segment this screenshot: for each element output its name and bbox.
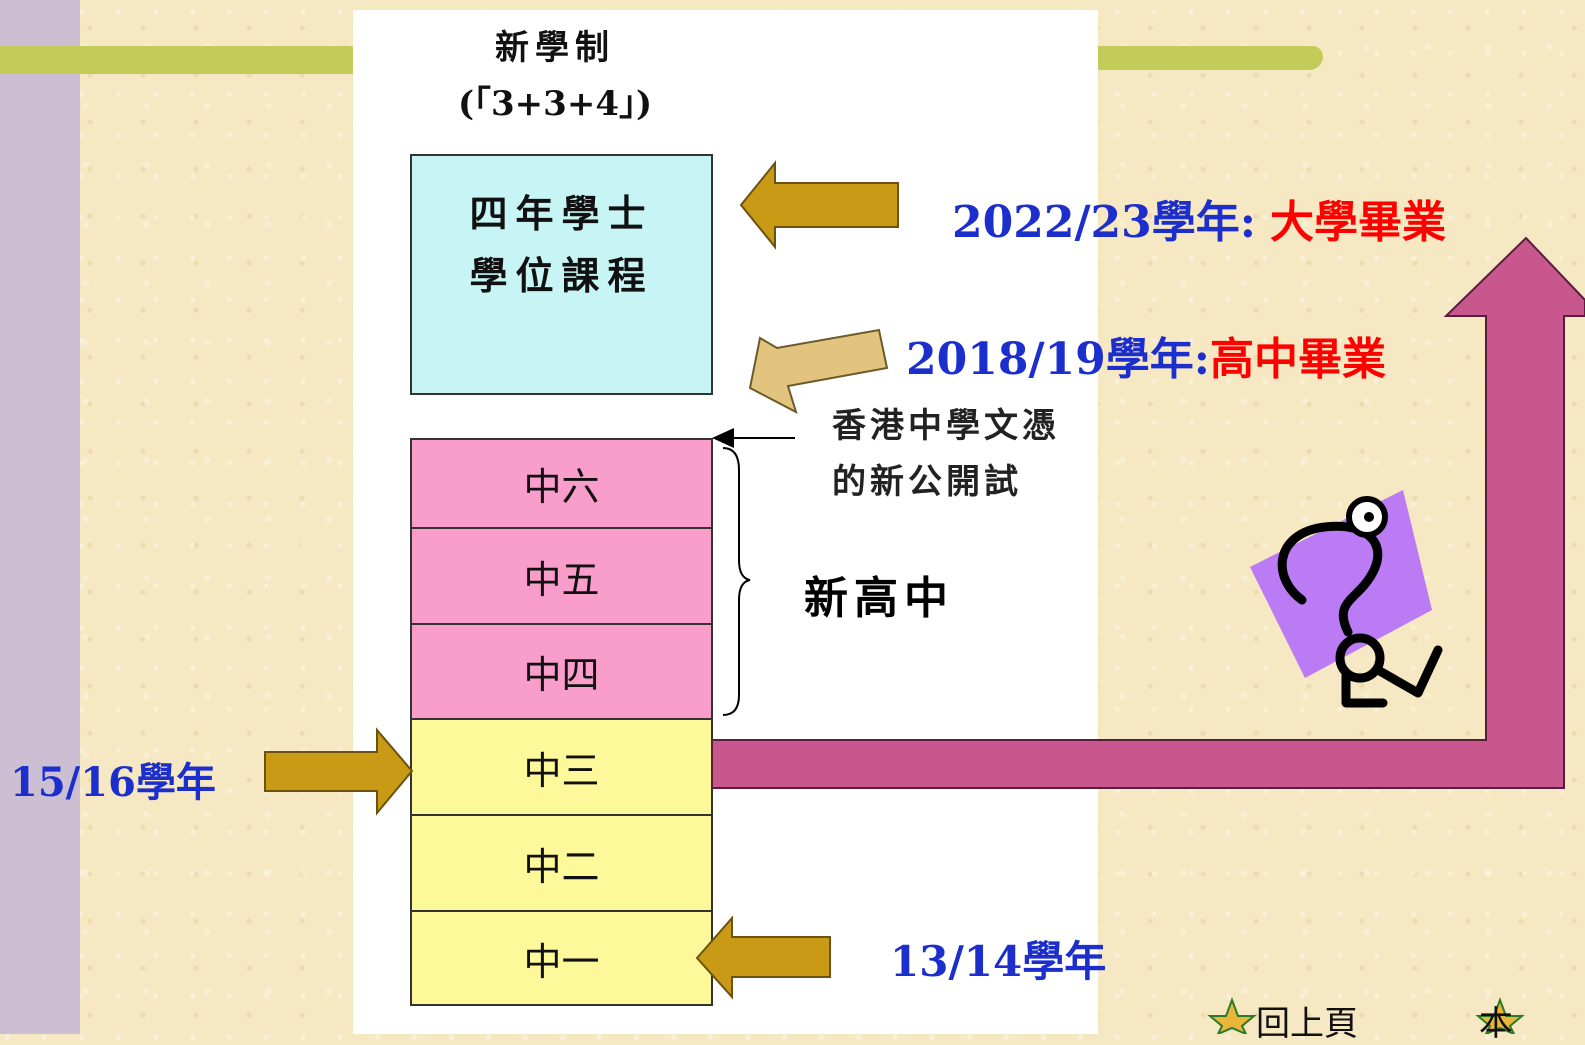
arrow-to-s1 (695, 915, 831, 1000)
arrow-to-degree (739, 160, 899, 250)
exam-label: 香港中學文憑 的新公開試 (832, 398, 1060, 510)
diagram-subtitle: (「3+3+4」) (457, 84, 653, 124)
form-box-s6: 中六 (410, 438, 713, 529)
top-decorative-bar-right (1098, 46, 1323, 70)
left-sidebar (0, 0, 80, 1034)
degree-label-line1: 四年學士 (469, 190, 654, 236)
form-label: 中二 (523, 844, 600, 889)
exam-label-line2: 的新公開試 (832, 462, 1022, 502)
top-decorative-bar-left (0, 46, 360, 74)
arrow-to-s3 (264, 727, 414, 816)
exam-pointer-arrowhead (712, 428, 734, 448)
degree-program-box: 四年學士 學位課程 (410, 154, 713, 395)
back-link[interactable]: 回上頁 (1256, 1004, 1358, 1044)
form-label: 中三 (523, 748, 600, 793)
form-box-s2: 中二 (410, 814, 713, 912)
next-link[interactable]: 本 (1478, 1004, 1513, 1044)
question-mark-character-icon (1250, 490, 1443, 708)
degree-label-line2: 學位課程 (469, 252, 654, 298)
form-box-s1: 中一 (410, 910, 713, 1006)
new-senior-label: 新高中 (804, 573, 954, 624)
university-year: 2022/23學年: (952, 197, 1257, 248)
diagram-title: 新學制 (495, 28, 615, 68)
senior-year: 2018/19學年: (906, 334, 1211, 385)
form-label: 中四 (523, 653, 600, 697)
form-label: 中六 (523, 465, 600, 509)
f1-year-annotation: 13/14學年 (890, 937, 1107, 986)
exam-label-line1: 香港中學文憑 (832, 406, 1060, 446)
form-label: 中五 (523, 557, 600, 602)
form-label: 中一 (523, 939, 600, 984)
arrow-to-senior-grad (748, 328, 889, 414)
form-box-s5: 中五 (410, 527, 713, 625)
progression-arrow (711, 236, 1585, 789)
f3-year-annotation: 15/16學年 (10, 759, 216, 806)
star-icon (1207, 997, 1257, 1034)
form-box-s3: 中三 (410, 718, 713, 816)
new-senior-brace (722, 447, 751, 716)
senior-event: 高中畢業 (1210, 334, 1387, 385)
star-icon (1475, 997, 1525, 1034)
senior-annotation: 2018/19學年:高中畢業 (906, 323, 1386, 387)
bottom-navigation: 回上頁 本 (1212, 996, 1513, 1045)
university-event: 大學畢業 (1270, 197, 1447, 248)
university-annotation: 2022/23學年: 大學畢業 (952, 186, 1446, 250)
